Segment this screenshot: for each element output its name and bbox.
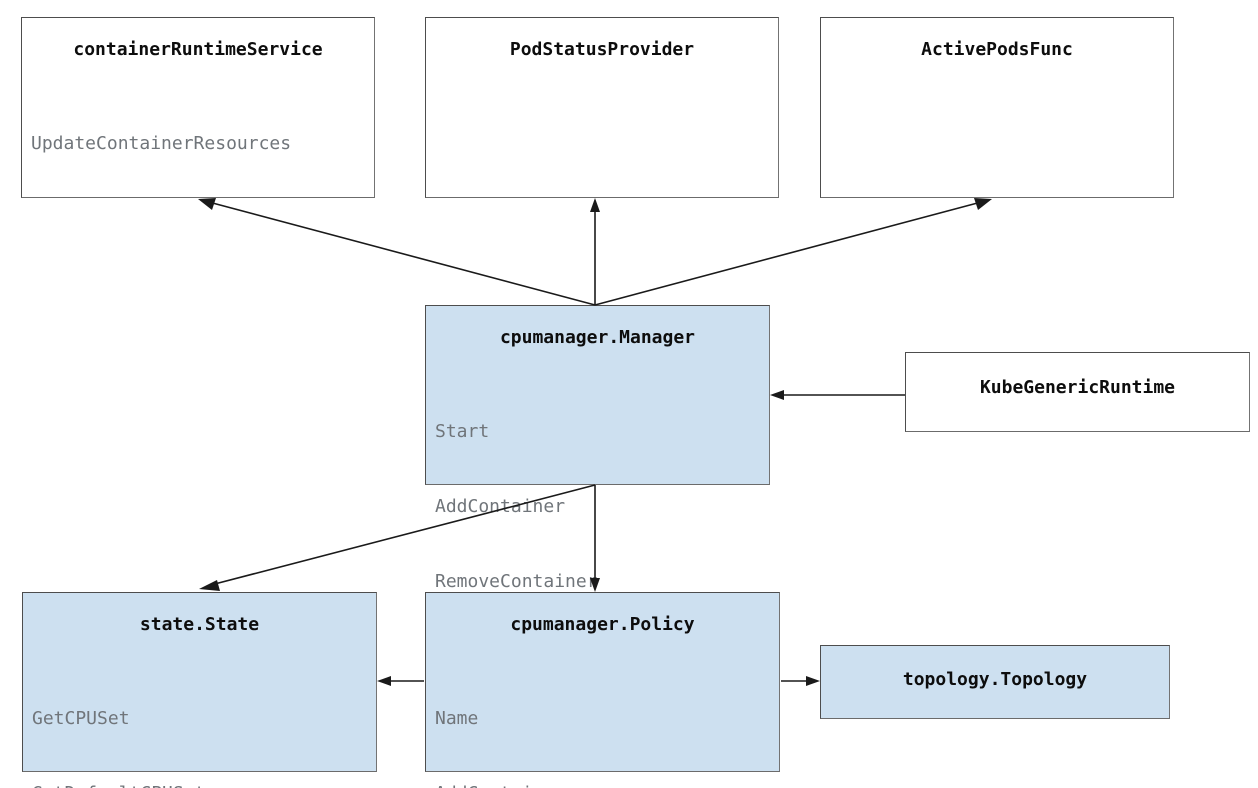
edge-policy-to-state-state xyxy=(377,676,424,686)
node-active-pods-func[interactable]: ActivePodsFunc xyxy=(820,17,1174,198)
node-title: cpumanager.Policy xyxy=(510,614,695,635)
node-members: GetCPUSet GetDefaultCPUSet SetCPUSet Set… xyxy=(23,656,376,788)
node-cpumanager-policy[interactable]: cpumanager.Policy Name AddContainer Remo… xyxy=(425,592,780,788)
edge-manager-to-container-runtime-service xyxy=(198,198,596,306)
node-cpumanager-manager[interactable]: cpumanager.Manager Start AddContainer Re… xyxy=(425,305,770,667)
node-topology-topology[interactable]: topology.Topology xyxy=(820,645,1170,719)
node-members: Name AddContainer RemoveContainer xyxy=(426,656,779,788)
node-title: topology.Topology xyxy=(902,669,1088,690)
member-line: Start xyxy=(435,421,490,442)
member-line: UpdateContainerResources xyxy=(31,133,292,154)
node-title: KubeGenericRuntime xyxy=(979,377,1176,398)
node-pod-status-provider[interactable]: PodStatusProvider xyxy=(425,17,779,198)
member-line: AddContainer xyxy=(435,496,566,517)
node-title: ActivePodsFunc xyxy=(921,39,1073,60)
member-line: RemoveContainer xyxy=(435,571,598,592)
member-line: Name xyxy=(435,708,479,729)
node-members: UpdateContainerResources xyxy=(22,81,374,206)
node-title: state.State xyxy=(139,614,260,635)
edge-kube-generic-runtime-to-manager xyxy=(770,390,905,400)
member-line: GetCPUSet xyxy=(32,708,130,729)
node-title: PodStatusProvider xyxy=(509,39,695,60)
edge-manager-to-active-pods-func xyxy=(594,198,992,306)
node-kube-generic-runtime[interactable]: KubeGenericRuntime xyxy=(905,352,1250,432)
member-line: AddContainer xyxy=(435,781,779,788)
edge-manager-to-pod-status-provider xyxy=(590,198,600,305)
node-title: cpumanager.Manager xyxy=(499,327,696,348)
node-title: containerRuntimeService xyxy=(73,39,323,60)
node-state-state[interactable]: state.State GetCPUSet GetDefaultCPUSet S… xyxy=(22,592,377,788)
node-container-runtime-service[interactable]: containerRuntimeService UpdateContainerR… xyxy=(21,17,375,198)
edge-policy-to-topology-topology xyxy=(781,676,820,686)
member-line: GetDefaultCPUSet xyxy=(32,781,376,788)
